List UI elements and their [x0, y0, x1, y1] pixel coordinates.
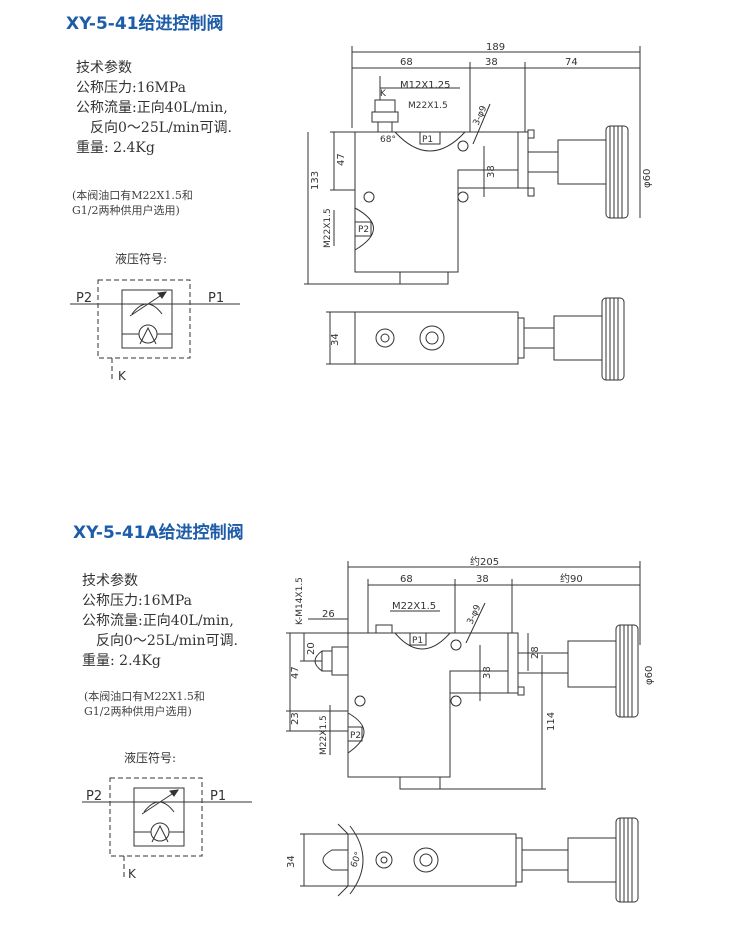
- valve2-dim-28: 28: [530, 646, 541, 659]
- valve1-note: (本阀油口有M22X1.5和 G1/2两种供用户选用): [72, 188, 193, 218]
- valve2-dim-38-vert: 38: [482, 666, 493, 679]
- valve1-dim-k: K: [380, 89, 387, 99]
- valve2-symbol-port-k: K: [128, 867, 137, 881]
- valve2-dim-20: 20: [306, 642, 317, 655]
- valve1-port-p2: P2: [358, 225, 369, 235]
- valve1-dim-47: 47: [336, 153, 347, 166]
- valve2-front-view: 约205 K-M14X1.5 26 68 38 约90 M22X1.5 3-φ9…: [286, 555, 655, 790]
- valve1-dim-holes: 3-φ9: [472, 104, 490, 127]
- valve1-dim-133: 133: [310, 171, 321, 190]
- valve1-spec-flow: 公称流量:正向40L/min,: [76, 100, 228, 116]
- valve1-dim-38: 38: [485, 57, 498, 68]
- valve2-dim-23: 23: [290, 712, 301, 725]
- valve2-dim-m22-side: M22X1.5: [319, 715, 329, 755]
- valve2-dim-47: 47: [290, 666, 301, 679]
- valve2-symbol-port-p1: P1: [210, 789, 226, 804]
- valve2-dim-90: 约90: [560, 572, 583, 585]
- valve2-specs-heading: 技术参数: [82, 573, 138, 589]
- valve2-dim-dia60: φ60: [644, 666, 655, 685]
- valve1-note-line2: G1/2两种供用户选用): [72, 204, 180, 217]
- valve1-dim-dia60: φ60: [642, 169, 653, 188]
- valve1-hydraulic-symbol: P2 P1 K: [70, 279, 240, 383]
- valve2-dim-k-port: K-M14X1.5: [295, 577, 305, 625]
- valve1-spec-weight: 重量: 2.4Kg: [76, 140, 155, 156]
- valve2-symbol-port-p2: P2: [86, 789, 102, 804]
- valve1-dim-total-width: 189: [486, 42, 505, 53]
- valve1-spec-pressure: 公称压力:16MPa: [76, 80, 187, 96]
- valve2-dim-38: 38: [476, 574, 489, 585]
- valve2-dim-holes: 3-φ9: [466, 603, 484, 626]
- valve2-spec-pressure: 公称压力:16MPa: [82, 593, 193, 609]
- valve2-spec-flow-reverse: 反向0～25L/min可调.: [96, 633, 238, 649]
- valve1-specs: 技术参数 公称压力:16MPa 公称流量:正向40L/min, 反向0～25L/…: [76, 58, 232, 158]
- valve2-note-line2: G1/2两种供用户选用): [84, 705, 192, 718]
- valve2-dim-m22: M22X1.5: [392, 601, 436, 612]
- valve1-symbol-port-p2: P2: [76, 291, 92, 306]
- valve1-symbol-port-p1: P1: [208, 291, 224, 306]
- valve1-title: XY-5-41给进控制阀: [66, 14, 224, 34]
- valve2-bottom-view: 34 60°: [286, 817, 639, 903]
- valve2-dim-total-width: 约205: [470, 555, 499, 568]
- valve1-spec-flow-reverse: 反向0～25L/min可调.: [90, 120, 232, 136]
- valve2-port-p2: P2: [350, 731, 361, 741]
- valve2-dim-68: 68: [400, 574, 413, 585]
- valve2-spec-weight: 重量: 2.4Kg: [82, 653, 161, 669]
- valve2-spec-flow: 公称流量:正向40L/min,: [82, 613, 234, 629]
- valve1-bottom-view: 34: [326, 297, 625, 381]
- valve1-dim-m12: M12X1.25: [400, 80, 450, 91]
- valve1-dim-38-vert: 38: [486, 165, 497, 178]
- valve2-dim-34: 34: [286, 855, 297, 868]
- valve2-title: XY-5-41A给进控制阀: [73, 523, 244, 543]
- valve1-note-line1: (本阀油口有M22X1.5和: [72, 189, 193, 202]
- valve2-note-line1: (本阀油口有M22X1.5和: [84, 690, 205, 703]
- valve1-symbol-port-k: K: [118, 369, 127, 383]
- valve1-port-p1: P1: [422, 135, 433, 145]
- valve2-dim-26: 26: [322, 609, 335, 620]
- valve1-specs-heading: 技术参数: [76, 60, 132, 76]
- valve2-symbol-label: 液压符号:: [124, 751, 177, 765]
- valve1-dim-34: 34: [330, 333, 341, 346]
- valve2-note: (本阀油口有M22X1.5和 G1/2两种供用户选用): [84, 689, 205, 719]
- valve2-hydraulic-symbol: P2 P1 K: [82, 777, 252, 881]
- valve1-dim-68: 68: [400, 57, 413, 68]
- valve2-port-p1: P1: [412, 636, 423, 646]
- valve1-dim-m22-side: M22X1.5: [323, 208, 333, 248]
- valve1-front-view: 189 68 38 74 M12X1.25 K M22X1.5 68° 3-φ9…: [304, 42, 653, 285]
- valve1-symbol-label: 液压符号:: [115, 252, 168, 266]
- valve2-dim-114: 114: [546, 712, 557, 731]
- valve2-specs: 技术参数 公称压力:16MPa 公称流量:正向40L/min, 反向0～25L/…: [82, 571, 238, 671]
- valve1-dim-74: 74: [565, 57, 578, 68]
- valve1-dim-m22: M22X1.5: [408, 101, 448, 111]
- valve1-dim-angle: 68°: [380, 135, 396, 145]
